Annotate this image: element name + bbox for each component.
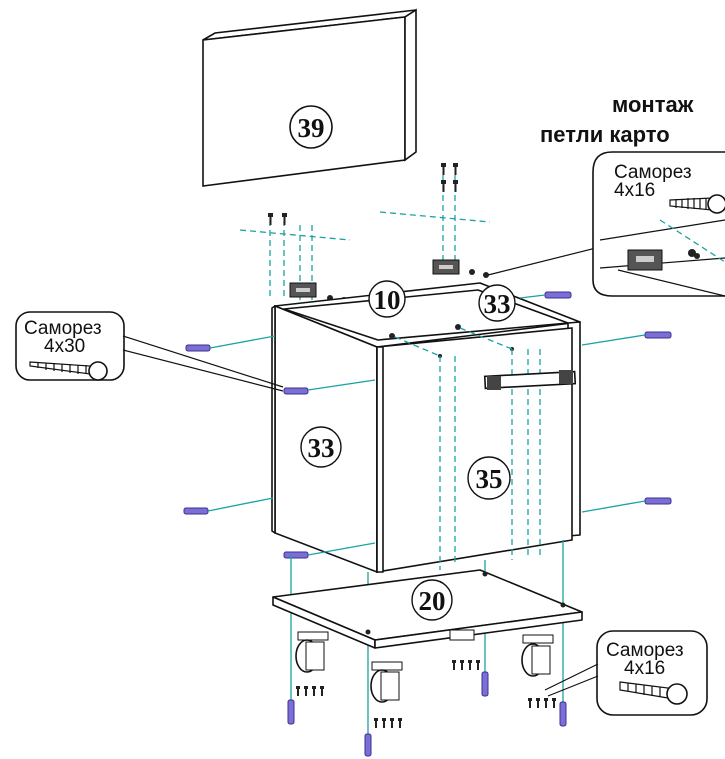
caster-screws bbox=[296, 660, 556, 728]
screw-icon bbox=[268, 213, 273, 225]
cabinet-body bbox=[271, 282, 581, 574]
callout-side-size: 4x30 bbox=[44, 336, 85, 357]
dowel-icon bbox=[183, 507, 209, 515]
dowel-icon bbox=[364, 733, 372, 757]
screw-icon bbox=[374, 718, 378, 728]
screw-icon bbox=[441, 180, 446, 192]
screw-icon bbox=[320, 686, 324, 696]
screw-icon bbox=[398, 718, 402, 728]
part-label-39: 39 bbox=[298, 113, 325, 143]
hinge-screws bbox=[268, 163, 458, 225]
screw-icon bbox=[453, 180, 458, 192]
dowel-icon bbox=[185, 344, 211, 352]
dowel-icon bbox=[481, 671, 489, 697]
side-screw-callout: Саморез 4x30 bbox=[15, 311, 284, 392]
screw-icon bbox=[390, 718, 394, 728]
callout-caster-size: 4x16 bbox=[624, 658, 665, 679]
dowel-icon bbox=[644, 497, 672, 505]
caster-icon bbox=[521, 634, 554, 677]
screw-icon bbox=[312, 686, 316, 696]
screw-icon bbox=[382, 718, 386, 728]
dowel-icon bbox=[283, 387, 309, 395]
dowel-icon bbox=[559, 701, 567, 727]
part-label-35: 35 bbox=[476, 464, 503, 494]
callout-hinge-name: Саморез bbox=[614, 162, 692, 183]
screw-icon bbox=[552, 698, 556, 708]
hinge-screw-callout: Саморез 4x16 bbox=[592, 151, 725, 297]
screw-icon bbox=[304, 686, 308, 696]
dowel-icon bbox=[283, 551, 309, 559]
caster-icon bbox=[449, 629, 475, 641]
dowel-icon bbox=[544, 291, 572, 299]
part-label-10: 10 bbox=[374, 285, 401, 315]
top-panel-39: 39 bbox=[202, 8, 417, 187]
hinge-icon bbox=[627, 249, 700, 271]
screw-icon bbox=[536, 698, 540, 708]
screw-icon bbox=[468, 660, 472, 670]
dowel-icon bbox=[644, 331, 672, 339]
handle-icon bbox=[483, 370, 577, 390]
screw-icon bbox=[460, 660, 464, 670]
callout-hinge-size: 4x16 bbox=[614, 180, 655, 201]
screw-icon bbox=[669, 194, 725, 214]
side-dowels bbox=[183, 291, 672, 559]
screw-icon bbox=[452, 660, 456, 670]
screw-icon bbox=[441, 163, 446, 175]
part-label-20: 20 bbox=[419, 586, 446, 616]
title-line-2: петли карто bbox=[540, 122, 670, 147]
screw-icon bbox=[282, 213, 287, 225]
callout-caster-name: Саморез bbox=[606, 640, 684, 661]
caster-icon bbox=[370, 661, 403, 703]
screw-icon bbox=[296, 686, 300, 696]
screw-icon bbox=[619, 681, 688, 705]
caster-screw-callout: Саморез 4x16 bbox=[544, 630, 708, 716]
screw-icon bbox=[29, 361, 108, 381]
bottom-panel-20: 20 bbox=[272, 569, 583, 649]
part-label-33-right: 33 bbox=[484, 289, 511, 319]
top-guides bbox=[239, 175, 491, 300]
screw-icon bbox=[453, 163, 458, 175]
title-line-1: монтаж bbox=[612, 92, 694, 117]
dowel-icon bbox=[287, 699, 295, 725]
caster-icon bbox=[295, 631, 329, 673]
callout-side-name: Саморез bbox=[24, 318, 102, 339]
screw-icon bbox=[544, 698, 548, 708]
hinge-icon bbox=[432, 259, 489, 278]
bottom-dowels bbox=[287, 671, 567, 757]
screw-icon bbox=[528, 698, 532, 708]
screw-icon bbox=[476, 660, 480, 670]
part-label-33-left: 33 bbox=[308, 433, 335, 463]
